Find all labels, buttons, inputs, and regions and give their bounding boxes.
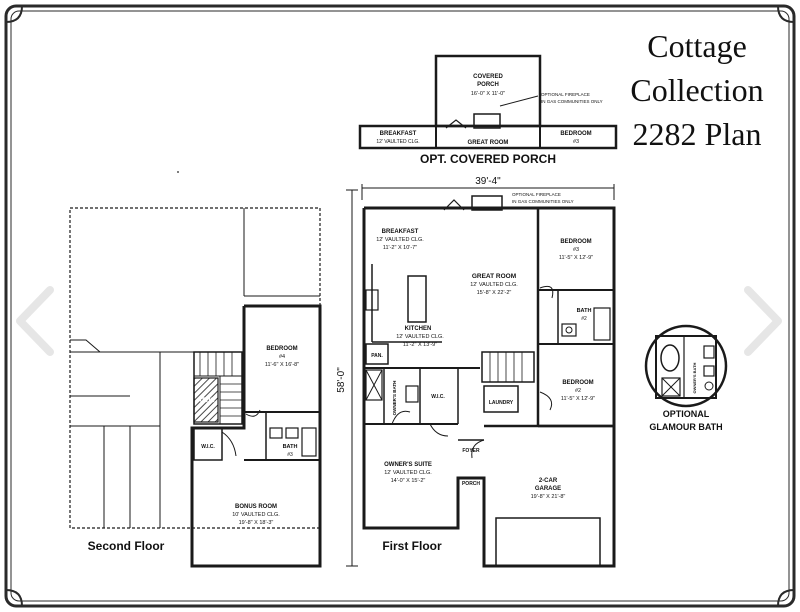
title-line-3: 2282 Plan [632, 116, 762, 152]
porch-bedroom-label: BEDROOM [560, 131, 591, 137]
great-room-label: GREAT ROOM [472, 273, 516, 280]
bonus-room-label: BONUS ROOM [235, 504, 277, 510]
great-room-dims: 15'-8" X 22'-2" [477, 290, 512, 296]
bedroom2-dims: 11'-5" X 12'-9" [561, 396, 595, 402]
porch-fireplace-note1: OPTIONAL FIREPLACE [541, 92, 590, 97]
ff-wic-label: W.I.C. [431, 394, 445, 400]
covered-porch-heading: OPT. COVERED PORCH [420, 152, 556, 166]
kitchen-label: KITCHEN [405, 326, 432, 332]
kitchen-dims: 11'-2" X 13'-9" [403, 342, 437, 348]
first-floor-labels: 39'-4" 58'-0" OPTIONAL FIREPLACE IN GAS … [336, 176, 595, 553]
first-floor-label: First Floor [382, 539, 442, 553]
previous-image-button[interactable] [12, 286, 58, 356]
title-line-2: Collection [630, 72, 764, 108]
owners-suite-dims: 14'-0" X 15'-2" [391, 478, 426, 484]
bonus-room-dims: 19'-8" X 18'-3" [239, 520, 274, 526]
garage-dims: 19'-8" X 21'-8" [531, 494, 566, 500]
owners-suite-clg: 12' VAULTED CLG. [384, 470, 432, 476]
title-line-1: Cottage [647, 28, 747, 64]
covered-porch-labels: COVERED PORCH 16'-0" X 11'-0" OPTIONAL F… [376, 74, 602, 166]
breakfast-dims: 11'-2" X 10'-7" [383, 245, 417, 251]
covered-porch-plan [358, 54, 618, 150]
garage-label: 2-CAR [539, 478, 558, 484]
breakfast-clg: 12' VAULTED CLG. [376, 237, 424, 243]
bedroom3-num: #3 [573, 247, 579, 253]
porch-breakfast-clg: 12' VAULTED CLG. [376, 139, 419, 145]
second-floor-walls [69, 207, 322, 568]
glamour-bath-label1: OPTIONAL [663, 409, 710, 419]
glamour-bath-owners-bath: OWNER'S BATH [692, 362, 697, 393]
ff-fireplace-note1: OPTIONAL FIREPLACE [512, 192, 561, 197]
bedroom2-num: #2 [575, 388, 581, 394]
bonus-room-clg: 10' VAULTED CLG. [232, 512, 280, 518]
owners-bath-label: OWNER'S BATH [392, 381, 397, 416]
bedroom3-label: BEDROOM [560, 239, 591, 245]
glamour-bath-label2: GLAMOUR BATH [649, 422, 722, 432]
bath2-label: BATH [577, 308, 592, 314]
bedroom4-label: BEDROOM [266, 346, 297, 352]
stray-mark [177, 171, 179, 173]
bedroom2-label: BEDROOM [562, 380, 593, 386]
bedroom3-dims: 11'-5" X 12'-9" [559, 255, 593, 261]
garage-label2: GARAGE [535, 486, 561, 492]
first-floor-depth-dim: 58'-0" [336, 367, 347, 393]
covered-porch-name2: PORCH [477, 82, 499, 88]
second-floor-label: Second Floor [88, 539, 165, 553]
plan-title: Cottage Collection 2282 Plan [612, 24, 782, 156]
chevron-right-icon [744, 286, 782, 356]
first-floor-walls [346, 184, 616, 568]
pantry-label: PAN. [371, 353, 383, 359]
glamour-bath-diagram [644, 324, 728, 408]
sf-wic-label: W.I.C. [201, 444, 215, 450]
breakfast-label: BREAKFAST [382, 229, 419, 235]
bath2-num: #2 [581, 316, 587, 322]
porch-fireplace-note2: IN GAS COMMUNITIES ONLY [541, 99, 603, 104]
attic-label: ATTIC [197, 398, 215, 404]
bath3-label: BATH [283, 444, 298, 450]
great-room-clg: 12' VAULTED CLG. [470, 282, 518, 288]
bedroom4-dims: 11'-6" X 16'-8" [265, 362, 299, 368]
covered-porch-name: COVERED [473, 74, 503, 80]
ff-fireplace-note2: IN GAS COMMUNITIES ONLY [512, 199, 574, 204]
owners-suite-label: OWNER'S SUITE [384, 462, 432, 468]
next-image-button[interactable] [740, 286, 786, 356]
porch-label: PORCH [462, 481, 480, 487]
second-floor-labels: BEDROOM #4 11'-6" X 16'-8" ATTIC W.I.C. … [88, 346, 300, 553]
foyer-label: FOYER [462, 448, 480, 454]
attic-hatch [193, 377, 219, 423]
glamour-bath-labels: OWNER'S BATH OPTIONAL GLAMOUR BATH [649, 362, 722, 432]
first-floor-width-dim: 39'-4" [475, 176, 501, 187]
covered-porch-dims: 16'-0" X 11'-0" [471, 91, 505, 97]
porch-great-room-label: GREAT ROOM [468, 140, 509, 146]
porch-breakfast-label: BREAKFAST [380, 131, 417, 137]
laundry-label: LAUNDRY [489, 400, 514, 406]
porch-bedroom-num: #3 [573, 139, 579, 145]
bedroom4-num: #4 [279, 354, 285, 360]
kitchen-clg: 12' VAULTED CLG. [396, 334, 444, 340]
chevron-left-icon [16, 286, 54, 356]
bath3-num: #3 [287, 452, 293, 458]
decorative-frame [4, 4, 796, 608]
